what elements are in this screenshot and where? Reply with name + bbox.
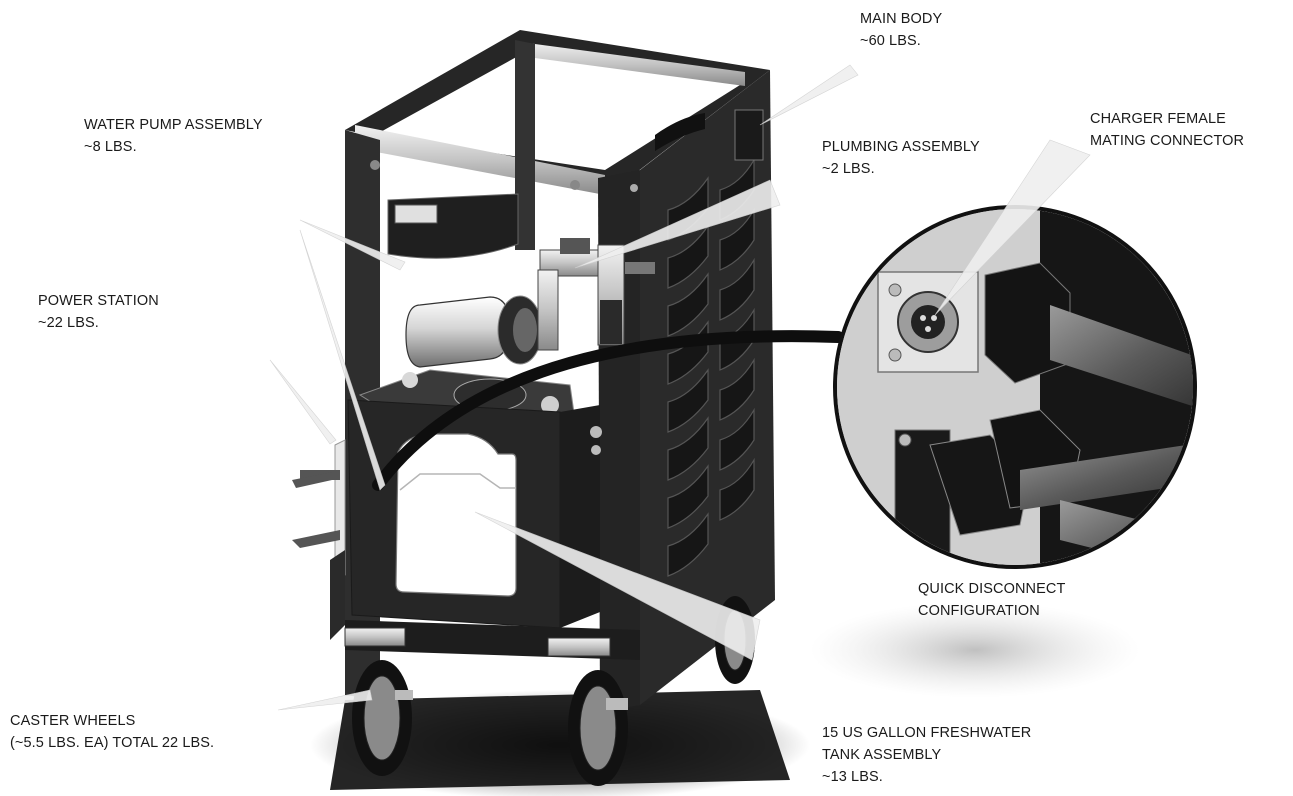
freshwater-tank-assembly (347, 369, 602, 629)
label-plumbing: PLUMBING ASSEMBLY ~2 LBS. (822, 136, 980, 180)
caster-wheels-weight: (~5.5 LBS. EA) TOTAL 22 LBS. (10, 735, 215, 751)
label-caster-wheels: CASTER WHEELS (~5.5 LBS. EA) TOTAL 22 LB… (10, 710, 214, 754)
leader-lines (269, 64, 1091, 711)
power-station-weight: ~22 LBS. (38, 315, 99, 331)
water-pump-weight: ~8 LBS. (84, 139, 137, 155)
label-charger: CHARGER FEMALE MATING CONNECTOR (1090, 108, 1244, 152)
quick-disconnect-line2: CONFIGURATION (918, 603, 1040, 619)
label-water-pump: WATER PUMP ASSEMBLY ~8 LBS. (84, 114, 263, 158)
leader-charger (934, 139, 1091, 316)
tank-weight: ~13 LBS. (822, 769, 883, 785)
charger-line1: CHARGER FEMALE (1090, 111, 1226, 127)
label-quick-disconnect: QUICK DISCONNECT CONFIGURATION (918, 578, 1065, 622)
leader-water-pump (299, 219, 406, 271)
plumbing-weight: ~2 LBS. (822, 161, 875, 177)
tank-line1: 15 US GALLON FRESHWATER (822, 725, 1032, 741)
charger-line2: MATING CONNECTOR (1090, 133, 1245, 149)
caster-wheels (292, 472, 755, 786)
quick-disconnect-inset (372, 205, 1197, 569)
quick-disconnect-line1: QUICK DISCONNECT (918, 581, 1066, 597)
caster-wheels-title: CASTER WHEELS (10, 713, 136, 729)
inset-cable (372, 330, 844, 491)
label-main-body: MAIN BODY ~60 LBS. (860, 8, 942, 52)
water-pump-assembly (387, 193, 543, 368)
water-pump-title: WATER PUMP ASSEMBLY (84, 117, 263, 133)
leader-plumbing (574, 179, 781, 269)
main-body-weight: ~60 LBS. (860, 33, 921, 49)
blur-patch (810, 602, 1140, 698)
tank-line2: TANK ASSEMBLY (822, 747, 942, 763)
leader-main-body (759, 64, 859, 126)
label-power-station: POWER STATION ~22 LBS. (38, 290, 159, 334)
leader-power-station (269, 359, 337, 445)
leader-tank-left (299, 229, 386, 491)
ground-shadow-core (330, 690, 790, 790)
power-station-title: POWER STATION (38, 293, 159, 309)
label-tank: 15 US GALLON FRESHWATER TANK ASSEMBLY ~1… (822, 722, 1031, 788)
leader-caster (277, 689, 373, 711)
leader-tank (474, 511, 761, 661)
plumbing-title: PLUMBING ASSEMBLY (822, 139, 980, 155)
plumbing-assembly (537, 238, 655, 351)
main-body-title: MAIN BODY (860, 11, 943, 27)
